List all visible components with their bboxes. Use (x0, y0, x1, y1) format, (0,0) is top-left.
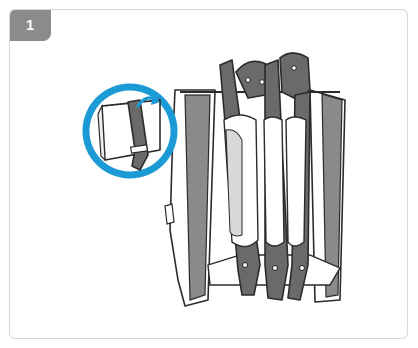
magnify-circle-icon (86, 87, 174, 175)
folded-leg-middle (264, 60, 288, 300)
playpen-fold-illustration (10, 10, 408, 339)
side-clip (165, 204, 174, 224)
instruction-card: 1 (9, 9, 408, 339)
